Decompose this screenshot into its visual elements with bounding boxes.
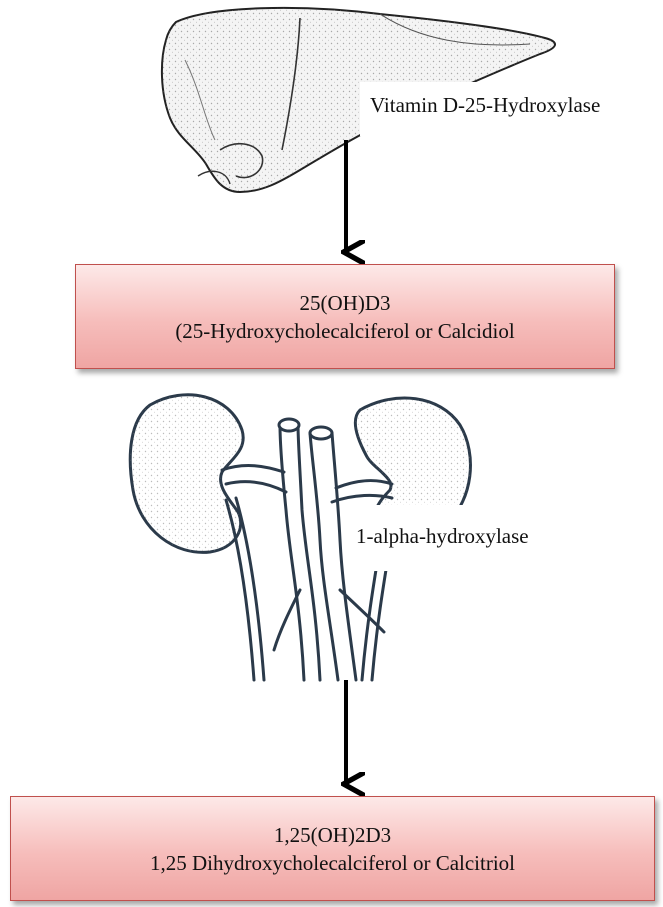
enzyme-label: Vitamin D-25-Hydroxylase	[360, 82, 663, 136]
product-title: 25(OH)D3	[300, 289, 391, 317]
enzyme-label: 1-alpha-hydroxylase	[348, 505, 656, 571]
product-title: 1,25(OH)2D3	[274, 821, 391, 849]
product-box: 25(OH)D3 (25-Hydroxycholecalciferol or C…	[75, 264, 615, 369]
product-name: (25-Hydroxycholecalciferol or Calcidiol	[175, 317, 514, 345]
product-name: 1,25 Dihydroxycholecalciferol or Calcitr…	[150, 849, 515, 877]
product-box: 1,25(OH)2D3 1,25 Dihydroxycholecalcifero…	[10, 796, 655, 901]
